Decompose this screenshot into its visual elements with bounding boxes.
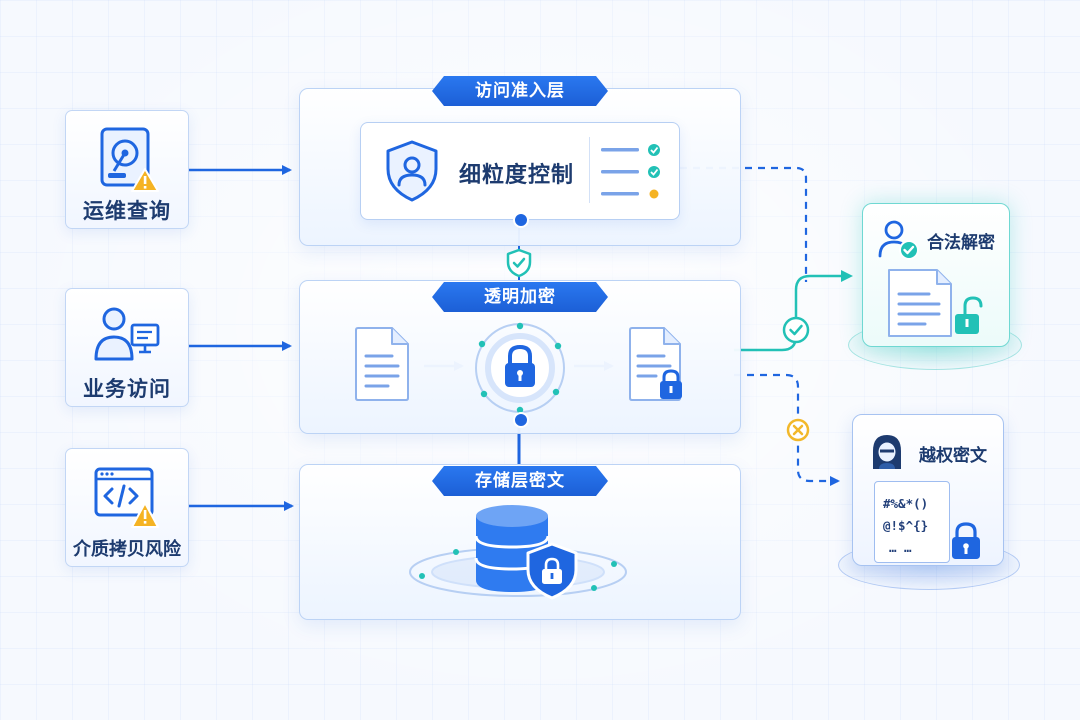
risk-card-business-access: 业务访问 bbox=[65, 288, 189, 407]
checklist-icon bbox=[601, 144, 660, 199]
code-window-warning-icon bbox=[94, 467, 159, 528]
hard-disk-warning-icon bbox=[100, 127, 159, 192]
layer-access-title: 访问准入层 bbox=[432, 76, 608, 106]
cipher-document-icon bbox=[629, 327, 682, 401]
outcome-illegal-label: 越权密文 bbox=[919, 446, 987, 466]
cipher-line: … … bbox=[889, 540, 912, 555]
user-check-icon bbox=[878, 220, 919, 260]
fine-grained-control-card: 细粒度控制 bbox=[360, 122, 680, 220]
risk-card-media-copy: 介质拷贝风险 bbox=[65, 448, 189, 567]
connector-node bbox=[513, 412, 529, 428]
pass-check-icon bbox=[782, 316, 810, 344]
risk-label: 业务访问 bbox=[83, 377, 171, 401]
shield-check-icon bbox=[506, 248, 532, 278]
outcome-legal-decrypt: 合法解密 bbox=[862, 203, 1010, 347]
encrypt-lock-icon bbox=[475, 322, 565, 414]
user-monitor-icon bbox=[94, 307, 160, 361]
control-title: 细粒度控制 bbox=[459, 163, 575, 188]
risk-label: 运维查询 bbox=[83, 199, 171, 223]
cipher-line: #%&*() bbox=[883, 496, 929, 511]
database-shield-icon bbox=[409, 505, 627, 600]
decrypted-document-icon bbox=[888, 269, 983, 337]
risk-label: 介质拷贝风险 bbox=[73, 539, 181, 560]
risk-card-ops-query: 运维查询 bbox=[65, 110, 189, 229]
shield-user-icon bbox=[386, 140, 438, 202]
plain-document-icon bbox=[355, 327, 409, 401]
deny-x-icon bbox=[786, 418, 810, 442]
outcome-legal-label: 合法解密 bbox=[927, 233, 995, 253]
connector-node bbox=[513, 212, 529, 228]
locked-padlock-icon bbox=[952, 522, 980, 559]
layer-encrypt-title: 透明加密 bbox=[432, 282, 608, 312]
cipher-line: @!$^{} bbox=[883, 518, 929, 533]
ciphertext-document: #%&*() @!$^{} … … bbox=[874, 481, 950, 563]
hooded-hacker-icon bbox=[873, 435, 901, 469]
layer-storage-title: 存储层密文 bbox=[432, 466, 608, 496]
divider bbox=[589, 137, 590, 203]
